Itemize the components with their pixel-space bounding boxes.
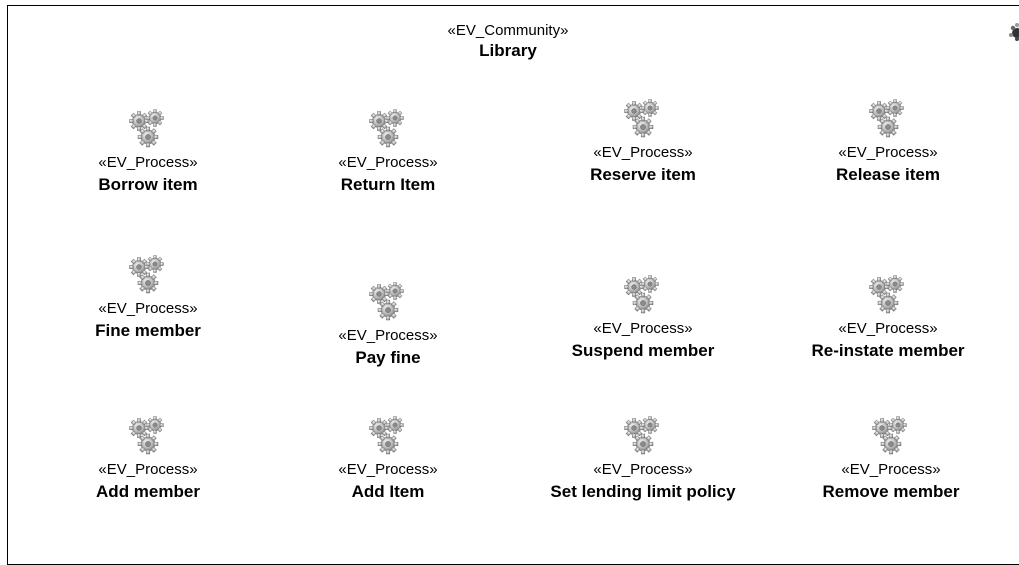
process-stereotype: «EV_Process» — [776, 461, 1006, 479]
process-node[interactable]: «EV_Process» Re-instate member — [773, 272, 1003, 362]
gears-icon — [866, 272, 910, 316]
process-name: Re-instate member — [773, 340, 1003, 362]
process-stereotype: «EV_Process» — [773, 320, 1003, 338]
process-stereotype: «EV_Process» — [273, 327, 503, 345]
process-name: Suspend member — [528, 340, 758, 362]
process-name: Fine member — [33, 320, 263, 342]
process-name: Return Item — [273, 174, 503, 196]
process-node[interactable]: «EV_Process» Set lending limit policy — [528, 413, 758, 503]
process-node[interactable]: «EV_Process» Reserve item — [528, 96, 758, 186]
process-name: Release item — [773, 164, 1003, 186]
process-stereotype: «EV_Process» — [773, 144, 1003, 162]
process-node[interactable]: «EV_Process» Suspend member — [528, 272, 758, 362]
gears-icon — [366, 106, 410, 150]
community-icon — [1008, 22, 1019, 42]
gears-icon — [126, 106, 170, 150]
process-name: Pay fine — [273, 347, 503, 369]
process-name: Add Item — [273, 481, 503, 503]
gears-icon — [126, 252, 170, 296]
community-header: «EV_Community» Library — [8, 22, 1008, 62]
gears-icon — [126, 413, 170, 457]
process-node[interactable]: «EV_Process» Borrow item — [33, 106, 263, 196]
gears-icon — [366, 413, 410, 457]
process-name: Set lending limit policy — [528, 481, 758, 503]
process-name: Borrow item — [33, 174, 263, 196]
process-stereotype: «EV_Process» — [528, 320, 758, 338]
process-stereotype: «EV_Process» — [273, 461, 503, 479]
gears-icon — [866, 96, 910, 140]
process-name: Remove member — [776, 481, 1006, 503]
process-node[interactable]: «EV_Process» Release item — [773, 96, 1003, 186]
gears-icon — [621, 96, 665, 140]
process-name: Reserve item — [528, 164, 758, 186]
process-stereotype: «EV_Process» — [528, 461, 758, 479]
community-name: Library — [8, 40, 1008, 62]
process-stereotype: «EV_Process» — [33, 154, 263, 172]
process-node[interactable]: «EV_Process» Add Item — [273, 413, 503, 503]
process-name: Add member — [33, 481, 263, 503]
community-stereotype: «EV_Community» — [8, 22, 1008, 40]
process-stereotype: «EV_Process» — [273, 154, 503, 172]
process-node[interactable]: «EV_Process» Add member — [33, 413, 263, 503]
gears-icon — [869, 413, 913, 457]
process-stereotype: «EV_Process» — [528, 144, 758, 162]
gears-icon — [366, 279, 410, 323]
process-node[interactable]: «EV_Process» Return Item — [273, 106, 503, 196]
gears-icon — [621, 272, 665, 316]
process-node[interactable]: «EV_Process» Fine member — [33, 252, 263, 342]
process-node[interactable]: «EV_Process» Pay fine — [273, 279, 503, 369]
process-stereotype: «EV_Process» — [33, 461, 263, 479]
process-node[interactable]: «EV_Process» Remove member — [776, 413, 1006, 503]
gears-icon — [621, 413, 665, 457]
community-frame[interactable]: «EV_Community» Library «EV_Process» Borr… — [7, 5, 1019, 565]
process-stereotype: «EV_Process» — [33, 300, 263, 318]
